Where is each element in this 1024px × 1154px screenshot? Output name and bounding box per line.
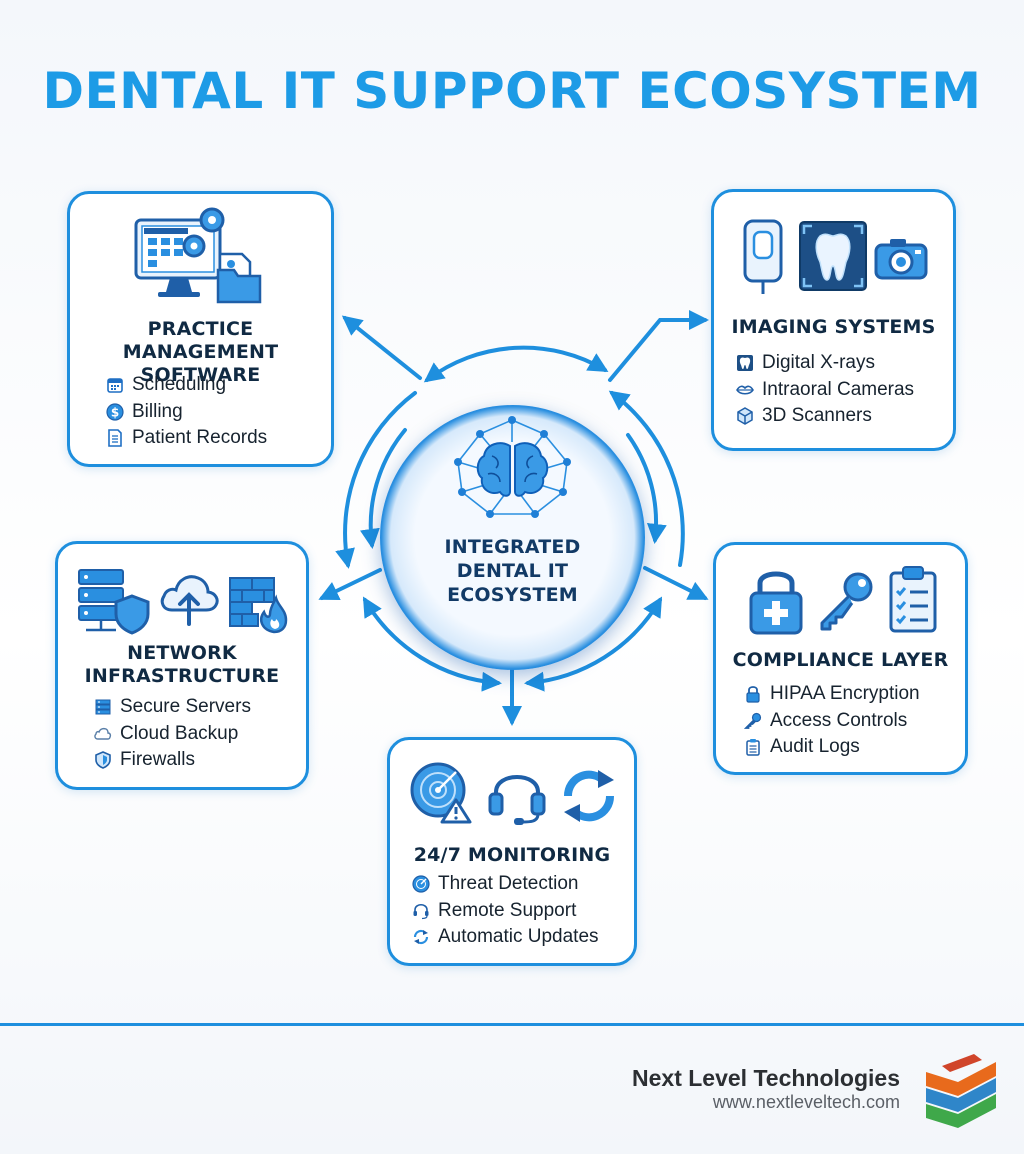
arc-bottom-right (524, 596, 663, 692)
headset-icon (488, 766, 546, 826)
brain-network-icon (440, 412, 585, 527)
item-label: Cloud Backup (120, 722, 239, 744)
item-label: Audit Logs (770, 736, 860, 758)
card-title: COMPLIANCE LAYER (732, 649, 949, 671)
dollar-coin-icon: $ (106, 403, 124, 421)
item-label: Intraoral Cameras (762, 378, 915, 400)
arc-right-inner (626, 433, 667, 544)
card-compliance-layer: COMPLIANCE LAYER HIPAA Encryption Access… (713, 542, 968, 775)
item-label: Secure Servers (120, 696, 251, 718)
list-item: Remote Support (412, 898, 599, 925)
tooth-xray-icon (798, 220, 868, 292)
list-item: Intraoral Cameras (736, 377, 914, 404)
spoke-practice (341, 315, 422, 380)
server-shield-icon (76, 566, 152, 636)
practice-item-list: Scheduling $ Billing Patient Records (106, 372, 267, 452)
item-label: Firewalls (120, 749, 195, 771)
camera-icon (874, 236, 928, 280)
item-label: Automatic Updates (438, 926, 599, 948)
tooth-icon (736, 354, 754, 372)
xray-sensor-icon (742, 218, 784, 296)
list-item: Scheduling (106, 372, 267, 399)
padlock-medical-icon (748, 563, 804, 635)
card-title: NETWORK INFRASTRUCTURE (84, 642, 280, 687)
refresh-icon (412, 928, 430, 946)
arc-left-inner (360, 428, 407, 549)
item-label: HIPAA Encryption (770, 683, 920, 705)
spoke-network (318, 568, 382, 601)
key-icon (816, 571, 876, 631)
list-item: Firewalls (94, 747, 251, 774)
cloud-upload-icon (158, 566, 220, 628)
radar-icon (412, 875, 430, 893)
svg-text:$: $ (111, 405, 119, 419)
company-name: Next Level Technologies (632, 1065, 900, 1091)
key-icon (744, 712, 762, 730)
company-url[interactable]: www.nextleveltech.com (712, 1092, 900, 1112)
hub-title: INTEGRATED DENTAL IT ECOSYSTEM (444, 536, 581, 606)
arc-right-outer (608, 390, 685, 567)
lips-icon (736, 381, 754, 399)
list-item: HIPAA Encryption (744, 681, 920, 708)
card-title: 24/7 MONITORING (413, 844, 611, 866)
cloud-icon (94, 725, 112, 743)
card-title: PRACTICE MANAGEMENT SOFTWARE (122, 318, 279, 386)
computer-gears-icon (134, 206, 264, 304)
list-item: Threat Detection (412, 871, 599, 898)
item-label: Threat Detection (438, 873, 579, 895)
card-imaging-systems: IMAGING SYSTEMS Digital X-rays Intraoral… (711, 189, 956, 451)
server-icon (94, 698, 112, 716)
card-network-infrastructure: NETWORK INFRASTRUCTURE Secure Servers Cl… (55, 541, 309, 790)
lock-icon (744, 685, 762, 703)
card-practice-management: PRACTICE MANAGEMENT SOFTWARE Scheduling … (67, 191, 334, 467)
item-label: 3D Scanners (762, 405, 872, 427)
headset-icon (412, 902, 430, 920)
compliance-item-list: HIPAA Encryption Access Controls Audit L… (744, 681, 920, 761)
arc-bottom-left (362, 596, 502, 692)
card-monitoring: 24/7 MONITORING Threat Detection Remote … (387, 737, 637, 966)
footer-divider (0, 1023, 1024, 1026)
imaging-item-list: Digital X-rays Intraoral Cameras 3D Scan… (736, 350, 914, 430)
list-item: $ Billing (106, 399, 267, 426)
company-logo (922, 1052, 1000, 1132)
network-item-list: Secure Servers Cloud Backup Firewalls (94, 694, 251, 774)
list-item: Secure Servers (94, 694, 251, 721)
item-label: Digital X-rays (762, 352, 875, 374)
item-label: Billing (132, 400, 183, 422)
list-item: Cloud Backup (94, 721, 251, 748)
item-label: Patient Records (132, 427, 268, 449)
monitoring-item-list: Threat Detection Remote Support Automati… (412, 871, 599, 951)
firewall-icon (228, 574, 294, 634)
list-item: Digital X-rays (736, 350, 914, 377)
central-hub (380, 405, 645, 670)
item-label: Access Controls (770, 709, 908, 731)
clipboard-icon (744, 738, 762, 756)
document-icon (106, 429, 124, 448)
shield-icon (94, 751, 112, 770)
clipboard-checklist-icon (888, 565, 938, 633)
item-label: Scheduling (132, 374, 227, 396)
calendar-icon (106, 376, 124, 394)
list-item: Automatic Updates (412, 924, 599, 951)
spoke-compliance (643, 566, 709, 600)
arc-top (423, 345, 609, 383)
list-item: Audit Logs (744, 734, 920, 761)
list-item: Access Controls (744, 708, 920, 735)
radar-alert-icon (410, 762, 472, 824)
card-title: IMAGING SYSTEMS (731, 316, 936, 338)
page-title: DENTAL IT SUPPORT ECOSYSTEM (42, 62, 982, 120)
list-item: 3D Scanners (736, 403, 914, 430)
refresh-icon (558, 766, 620, 826)
item-label: Remote Support (438, 899, 577, 921)
list-item: Patient Records (106, 425, 267, 452)
cube-icon (736, 407, 754, 426)
spoke-imaging (608, 310, 709, 382)
arc-left-outer (335, 391, 417, 569)
